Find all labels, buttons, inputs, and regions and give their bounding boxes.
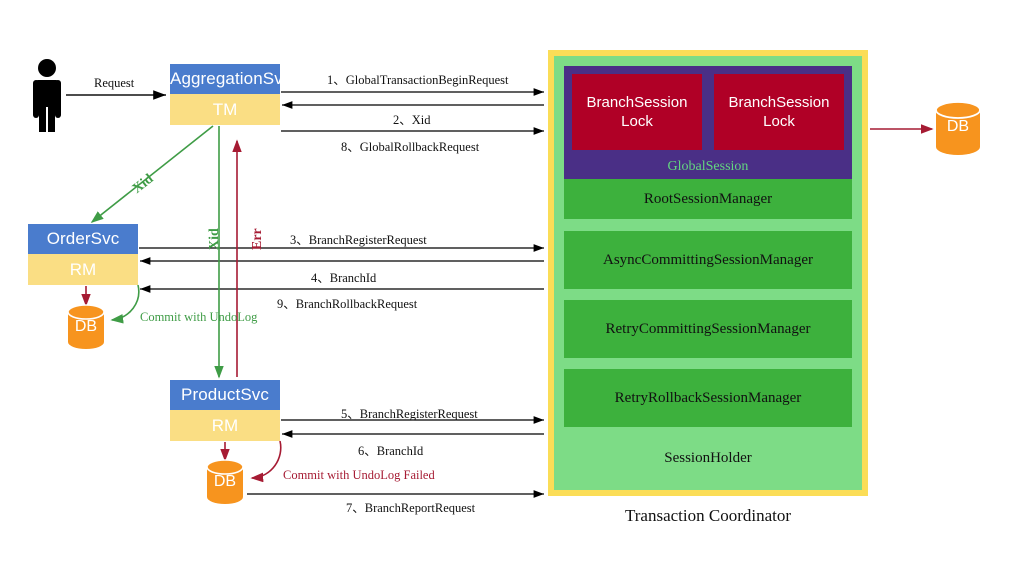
global-session-block: BranchSession Lock BranchSession Lock Gl… bbox=[564, 66, 852, 179]
global-session-label: GlobalSession bbox=[667, 159, 749, 174]
label-msg-3: 3、BranchRegisterRequest bbox=[290, 233, 427, 247]
db-order-text: DB bbox=[74, 318, 98, 335]
session-holder-block: SessionHolder bbox=[564, 427, 852, 490]
service-aggregation[interactable]: AggregationSvc TM bbox=[170, 64, 291, 125]
label-commit-product: Commit with UndoLog Failed bbox=[283, 468, 435, 482]
db-tc-text: DB bbox=[946, 118, 970, 135]
lock-2-line1: BranchSession bbox=[728, 94, 830, 111]
lock-2-line2: Lock bbox=[763, 113, 795, 130]
label-msg-6: 6、BranchId bbox=[358, 444, 424, 458]
label-err-vertical: Err bbox=[250, 228, 265, 250]
transaction-coordinator-panel: BranchSession Lock BranchSession Lock Gl… bbox=[548, 50, 868, 496]
branch-session-lock-2: BranchSession Lock bbox=[714, 74, 844, 150]
user-actor-icon bbox=[33, 59, 61, 132]
service-order[interactable]: OrderSvc RM bbox=[28, 224, 138, 285]
arrow-commit-order bbox=[110, 284, 140, 324]
manager-async-committing-label: AsyncCommittingSessionManager bbox=[603, 251, 813, 268]
service-product-title: ProductSvc bbox=[170, 380, 280, 410]
label-commit-order: Commit with UndoLog bbox=[140, 310, 258, 324]
label-msg-1: 1、GlobalTransactionBeginRequest bbox=[327, 73, 509, 87]
lock-1-line1: BranchSession bbox=[586, 94, 688, 111]
label-msg-9: 9、BranchRollbackRequest bbox=[277, 297, 418, 311]
service-aggregation-role: TM bbox=[170, 94, 280, 125]
label-xid-vertical: Xid bbox=[207, 228, 222, 250]
label-msg-5: 5、BranchRegisterRequest bbox=[341, 407, 478, 421]
label-request: Request bbox=[94, 76, 135, 90]
db-product-text: DB bbox=[213, 473, 237, 490]
label-msg-7: 7、BranchReportRequest bbox=[346, 501, 476, 515]
label-msg-2: 2、Xid bbox=[393, 113, 431, 127]
session-holder-label: SessionHolder bbox=[664, 450, 752, 466]
manager-async-committing: AsyncCommittingSessionManager bbox=[564, 231, 852, 289]
manager-retry-rollback: RetryRollbackSessionManager bbox=[564, 369, 852, 427]
arrow-xid-order bbox=[90, 125, 214, 223]
branch-session-lock-1: BranchSession Lock bbox=[572, 74, 702, 150]
manager-root-session-label: RootSessionManager bbox=[643, 190, 773, 207]
label-msg-4: 4、BranchId bbox=[311, 271, 377, 285]
service-aggregation-title: AggregationSvc bbox=[170, 64, 291, 94]
db-cylinder-product bbox=[206, 459, 244, 504]
service-order-title: OrderSvc bbox=[28, 224, 138, 254]
service-product[interactable]: ProductSvc RM bbox=[170, 380, 280, 441]
coordinator-caption: Transaction Coordinator bbox=[624, 506, 792, 525]
lock-1-line2: Lock bbox=[621, 113, 653, 130]
manager-retry-rollback-label: RetryRollbackSessionManager bbox=[614, 389, 802, 406]
manager-root-session: RootSessionManager bbox=[564, 179, 852, 219]
manager-retry-committing: RetryCommittingSessionManager bbox=[564, 300, 852, 358]
label-msg-8: 8、GlobalRollbackRequest bbox=[341, 140, 480, 154]
manager-retry-committing-label: RetryCommittingSessionManager bbox=[605, 320, 811, 337]
service-order-role: RM bbox=[28, 254, 138, 285]
service-product-role: RM bbox=[170, 410, 280, 441]
arrow-commit-product bbox=[250, 440, 282, 483]
db-cylinder-order bbox=[67, 304, 105, 349]
db-cylinder-tc bbox=[935, 101, 981, 155]
